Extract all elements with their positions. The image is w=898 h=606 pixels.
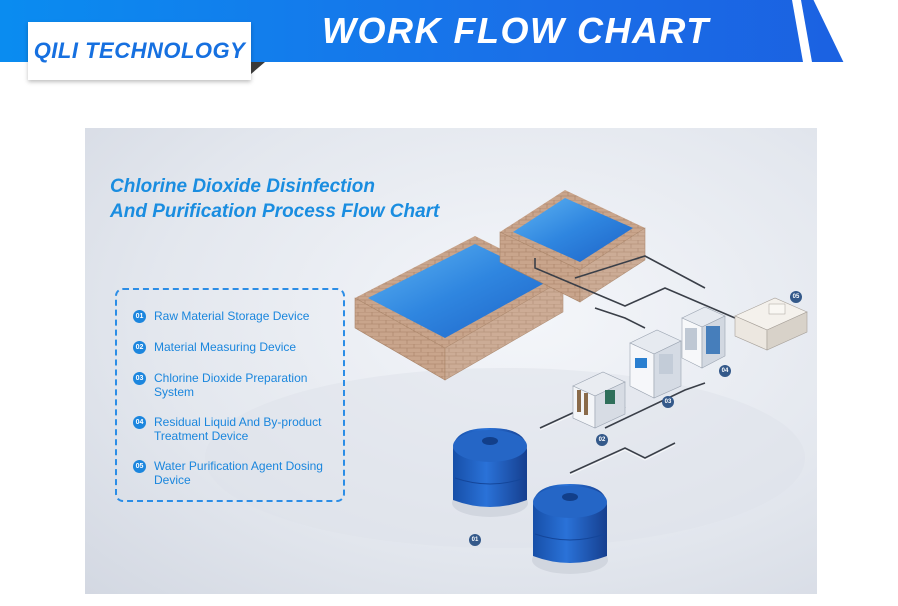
raw-material-tank-right (532, 484, 608, 574)
legend-number: 05 (133, 460, 146, 473)
diagram-title-line-2: And Purification Process Flow Chart (110, 201, 440, 222)
page-title: WORK FLOW CHART (322, 10, 710, 51)
legend-label: Water Purification Agent Dosing Device (154, 459, 323, 487)
small-pool (499, 190, 646, 303)
legend-label: Residual Liquid And By-product Treatment… (154, 415, 322, 443)
legend-number: 03 (133, 372, 146, 385)
legend-item: 01 Raw Material Storage Device (133, 309, 339, 323)
brand-badge: QILI TECHNOLOGY (28, 22, 251, 80)
tag-residual-treatment: 04 (719, 365, 731, 377)
legend-number: 02 (133, 341, 146, 354)
legend-item: 02 Material Measuring Device (133, 340, 339, 354)
legend-number: 01 (133, 310, 146, 323)
chlorine-dioxide-preparation-system (629, 329, 682, 399)
process-diagram: Chlorine Dioxide Disinfection And Purifi… (85, 128, 817, 594)
brand-logo-text: QILI TECHNOLOGY (33, 38, 246, 63)
legend-number: 04 (133, 416, 146, 429)
legend-item: 05 Water Purification Agent Dosing Devic… (133, 459, 339, 487)
tag-preparation-system: 03 (662, 396, 674, 408)
raw-material-tank-left (452, 428, 528, 517)
tag-raw-material-storage: 01 (469, 534, 481, 546)
legend-label: Material Measuring Device (154, 340, 297, 354)
diagram-title: Chlorine Dioxide Disinfection And Purifi… (110, 174, 439, 224)
legend-label: Raw Material Storage Device (154, 309, 310, 323)
residual-liquid-treatment-device (681, 306, 726, 369)
material-measuring-device (572, 371, 626, 429)
tag-dosing-device: 05 (790, 291, 802, 303)
equipment-illustration (205, 190, 808, 574)
legend-item: 04 Residual Liquid And By-product Treatm… (133, 415, 339, 443)
legend-box: 01 Raw Material Storage Device 02 Materi… (115, 288, 345, 502)
legend-label: Chlorine Dioxide Preparation System (154, 371, 308, 399)
tag-material-measuring: 02 (596, 434, 608, 446)
brand-badge-fold (251, 62, 265, 74)
diagram-title-line-1: Chlorine Dioxide Disinfection (110, 176, 375, 197)
water-purification-dosing-device (734, 297, 808, 351)
legend-item: 03 Chlorine Dioxide Preparation System (133, 371, 339, 399)
